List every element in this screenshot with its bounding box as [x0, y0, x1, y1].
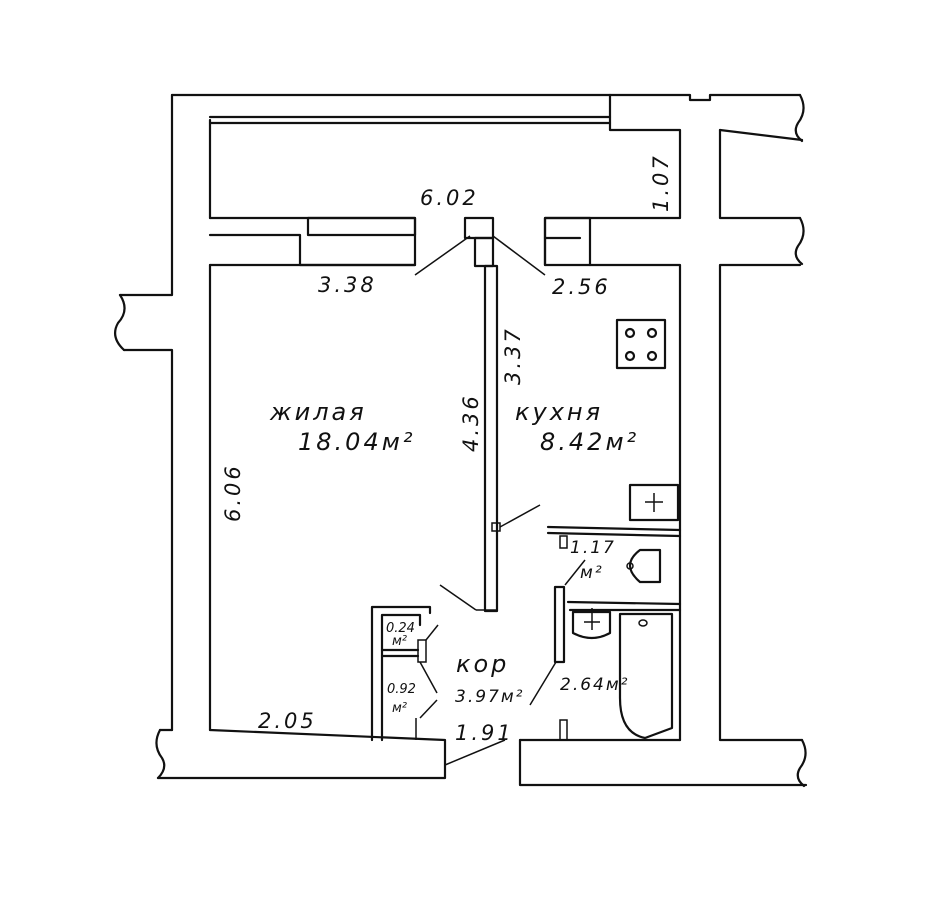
dim-balcony-depth: 1.07	[649, 153, 673, 212]
corridor-name: кор	[456, 650, 509, 678]
kitchen-area: 8.42м²	[540, 428, 639, 456]
living-room-name: жилая	[269, 398, 367, 426]
washbasin-icon	[571, 608, 612, 640]
dim-living-bottom: 2.05	[258, 709, 317, 733]
walls	[113, 93, 808, 788]
toilet-unit: м²	[580, 563, 604, 583]
toilet-icon	[626, 548, 662, 584]
closet-unit: м²	[392, 701, 407, 716]
dim-kitchen-window: 2.56	[552, 275, 611, 299]
dim-balcony-width: 6.02	[420, 186, 479, 210]
dim-living-window: 3.38	[318, 273, 377, 297]
kitchen-name: кухня	[515, 398, 603, 426]
living-room-area: 18.04м²	[298, 428, 415, 456]
dim-living-depth: 6.06	[221, 463, 245, 522]
kitchen-sink-icon	[628, 483, 680, 522]
dim-kitchen-depth: 3.37	[501, 326, 525, 385]
stove-icon	[615, 318, 667, 370]
closet-small-unit: м²	[392, 634, 407, 649]
closet-area: 0.92	[387, 682, 416, 697]
toilet-area: 1.17	[570, 538, 616, 558]
bathtub-icon	[618, 612, 674, 740]
dim-entrance: 1.91	[455, 721, 514, 745]
corridor-area: 3.97м²	[455, 687, 525, 707]
bathroom-area: 2.64м²	[560, 675, 630, 695]
dim-partition: 4.36	[459, 393, 483, 452]
closet-small-area: 0.24	[386, 621, 415, 636]
